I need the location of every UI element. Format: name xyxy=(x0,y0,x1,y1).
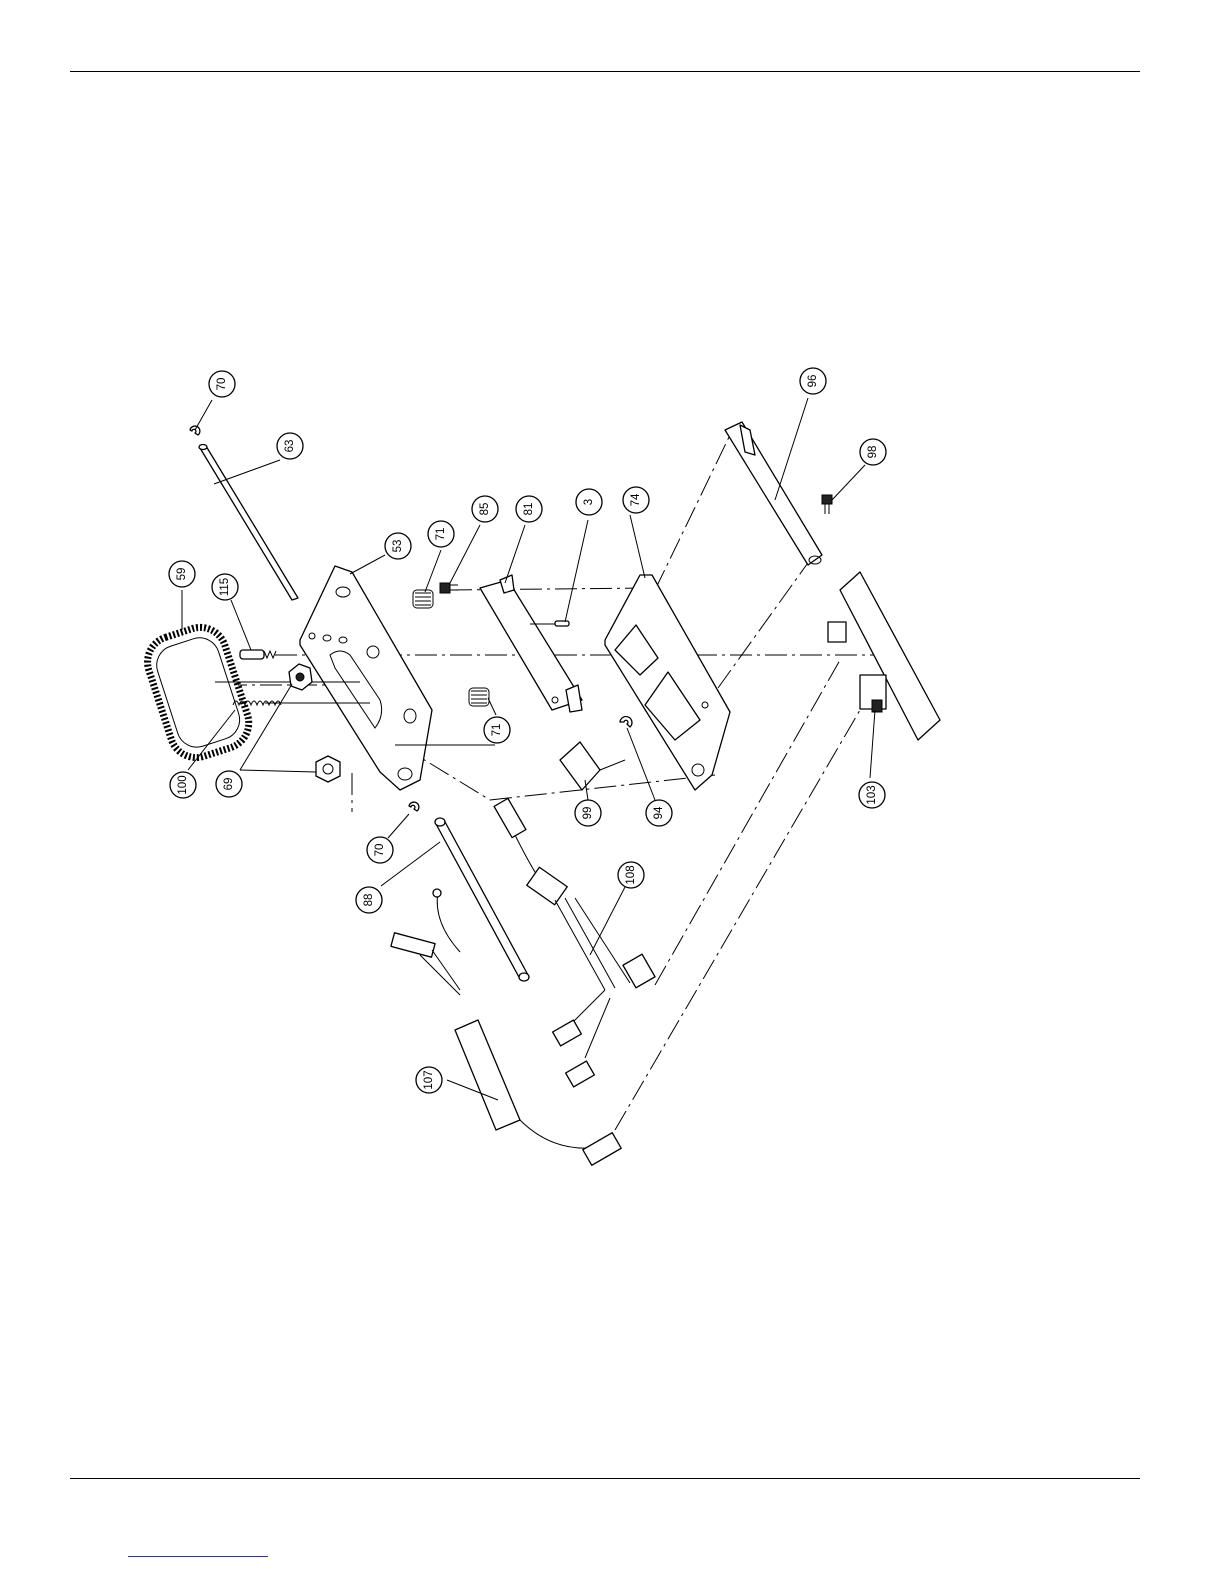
shaft-63 xyxy=(199,445,298,601)
svg-text:94: 94 xyxy=(653,806,665,819)
svg-text:59: 59 xyxy=(176,568,188,581)
svg-text:115: 115 xyxy=(219,578,231,596)
svg-text:96: 96 xyxy=(807,375,819,388)
svg-text:88: 88 xyxy=(363,894,375,907)
callout-103: 103 xyxy=(859,782,885,808)
svg-text:71: 71 xyxy=(435,528,447,541)
bracket-plate-53 xyxy=(300,566,432,790)
callout-108: 108 xyxy=(618,862,644,888)
callout-99: 99 xyxy=(575,800,601,826)
screw-85 xyxy=(440,583,458,593)
harness-108 xyxy=(494,798,655,1087)
svg-text:53: 53 xyxy=(392,540,404,553)
e-ring-70-top xyxy=(190,426,200,435)
svg-text:108: 108 xyxy=(625,865,637,884)
callout-107: 107 xyxy=(416,1067,442,1093)
callout-71-lower: 71 xyxy=(484,717,510,743)
belt-59 xyxy=(141,621,256,765)
svg-text:70: 70 xyxy=(374,844,386,857)
callout-96: 96 xyxy=(800,368,826,394)
e-ring-70-lower xyxy=(409,802,419,811)
svg-text:85: 85 xyxy=(479,503,491,516)
shaft-88 xyxy=(435,818,529,981)
stopper-94 xyxy=(620,717,632,727)
callout-3: 3 xyxy=(576,489,602,515)
callout-81: 81 xyxy=(516,496,542,522)
svg-text:81: 81 xyxy=(523,503,535,516)
callout-53: 53 xyxy=(385,533,411,559)
svg-text:70: 70 xyxy=(216,378,228,391)
callout-70-lower: 70 xyxy=(367,837,393,863)
svg-text:69: 69 xyxy=(223,778,235,791)
callout-70-top: 70 xyxy=(209,371,235,397)
callout-100: 100 xyxy=(170,772,196,798)
svg-text:74: 74 xyxy=(630,493,642,506)
frame-74 xyxy=(605,575,730,790)
screw-98 xyxy=(822,495,832,514)
svg-text:99: 99 xyxy=(582,807,594,820)
nut-69-lower xyxy=(316,756,340,782)
callout-115: 115 xyxy=(212,574,238,600)
callout-85: 85 xyxy=(472,496,498,522)
spring-71-lower xyxy=(469,688,489,706)
alignment-lines xyxy=(225,435,880,1130)
callout-74: 74 xyxy=(623,487,649,513)
svg-text:71: 71 xyxy=(491,724,503,737)
pin-115 xyxy=(240,650,276,659)
callout-59: 59 xyxy=(169,561,195,587)
callout-98: 98 xyxy=(860,439,886,465)
sheet-99 xyxy=(560,742,625,790)
callout-63: 63 xyxy=(277,433,303,459)
callout-88: 88 xyxy=(356,887,382,913)
svg-text:100: 100 xyxy=(177,775,189,794)
svg-text:103: 103 xyxy=(866,785,878,804)
callout-71-upper: 71 xyxy=(428,521,454,547)
svg-text:107: 107 xyxy=(423,1070,435,1089)
head-103 xyxy=(828,572,940,740)
harness-107 xyxy=(391,889,621,1165)
svg-text:98: 98 xyxy=(867,446,879,459)
spring-71-upper xyxy=(413,590,433,608)
plate-81 xyxy=(480,575,582,712)
bar-96 xyxy=(725,422,822,565)
svg-text:63: 63 xyxy=(284,440,296,453)
nut-69-upper xyxy=(289,664,312,690)
svg-text:3: 3 xyxy=(583,499,595,505)
callout-69: 69 xyxy=(216,771,242,797)
callout-94: 94 xyxy=(646,800,672,826)
